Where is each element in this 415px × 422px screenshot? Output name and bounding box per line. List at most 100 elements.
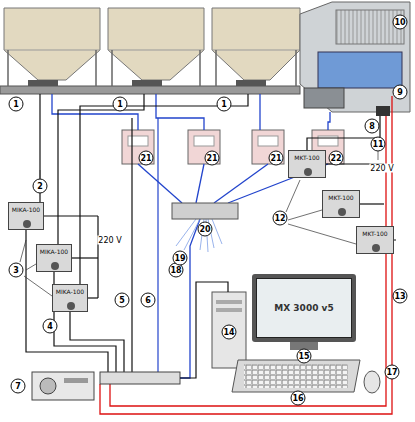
callout-number: 13 (393, 289, 408, 304)
knob (67, 302, 75, 310)
meter-box: MIKA-100 (8, 202, 44, 230)
meter-box: MKT-100 (322, 190, 360, 218)
conveyor (132, 80, 162, 86)
callout-number: 3 (9, 263, 24, 278)
callout-number: 15 (297, 349, 312, 364)
callout-number: 1 (9, 97, 24, 112)
computer (232, 360, 360, 392)
control-unit-7 (32, 372, 94, 400)
wire-bundle (176, 219, 222, 252)
wire-bundle (184, 219, 200, 250)
callout-number: 17 (385, 365, 400, 380)
callout-number: 19 (173, 251, 188, 266)
power-wires (80, 94, 248, 284)
device-label: MX 3000 v5 (274, 303, 333, 313)
power-wires (97, 216, 98, 298)
meter-box: MIKA-100 (36, 244, 72, 272)
leader-lines (288, 224, 356, 244)
knob (372, 244, 380, 252)
power-wires (26, 230, 108, 372)
callout-number: 5 (115, 293, 130, 308)
power-wires (26, 94, 396, 372)
conveyor (95, 50, 97, 86)
leader-lines (288, 210, 322, 220)
hoppers (108, 50, 204, 51)
drum-and-filter (304, 88, 344, 108)
hoppers (212, 50, 300, 51)
data-wires (110, 116, 386, 406)
signal-wires (52, 94, 138, 130)
callout-number: 10 (393, 15, 408, 30)
leader-lines (378, 151, 379, 160)
drum-and-filter (300, 2, 410, 116)
signal-wires (214, 164, 268, 203)
power-wires (360, 203, 384, 204)
computer (180, 274, 380, 393)
callout-number: 1 (217, 97, 232, 112)
conveyor (295, 50, 297, 86)
hoppers (4, 8, 300, 80)
computer (252, 274, 356, 342)
hoppers (4, 50, 100, 51)
voltage-label: 220 V (97, 236, 122, 245)
gauges (128, 136, 148, 146)
callout-number: 21 (139, 151, 154, 166)
gauges (258, 136, 278, 146)
power-wires (72, 257, 98, 258)
conveyor (199, 50, 201, 86)
gauges (194, 136, 214, 146)
callout-number: 2 (33, 179, 48, 194)
leader-lines (40, 170, 41, 178)
gauges (122, 130, 344, 164)
wire-6 (157, 118, 158, 372)
conveyor (111, 50, 113, 86)
drum-and-filter (300, 2, 410, 112)
leader-lines (26, 264, 36, 270)
knob (51, 262, 59, 270)
computer (216, 308, 242, 312)
drum-and-filter (376, 106, 390, 116)
data-wires (100, 96, 392, 414)
conveyor (8, 50, 296, 86)
device-label: MIKA-100 (56, 288, 84, 295)
power-wires (58, 94, 144, 244)
control-unit-7 (64, 378, 88, 383)
computer (212, 292, 246, 368)
callout-number: 16 (291, 391, 306, 406)
callout-number: 9 (393, 85, 408, 100)
data-wires (100, 96, 392, 414)
signal-wires (196, 164, 204, 203)
conveyor (215, 50, 217, 86)
computer (364, 371, 380, 393)
device-label: MKT-100 (294, 154, 319, 161)
callout-number: 21 (205, 151, 220, 166)
callout-number: 8 (365, 119, 380, 134)
voltage-label: 220 V (369, 164, 394, 173)
callout-number: 14 (222, 325, 237, 340)
callout-number: 1 (113, 97, 128, 112)
callout-number: 21 (269, 151, 284, 166)
hoppers (4, 8, 100, 80)
leader-lines (20, 240, 26, 262)
callout-number: 7 (11, 379, 26, 394)
computer (216, 300, 242, 304)
power-wires (44, 215, 98, 216)
drum-and-filter (318, 52, 402, 88)
meter-box: MKT-100 (356, 226, 394, 254)
power-wires (88, 297, 98, 298)
power-wires (394, 239, 396, 240)
meter-box: MKT-100 (288, 150, 326, 178)
signal-wires (138, 164, 182, 203)
power-wires (131, 118, 132, 372)
control-unit-7 (32, 372, 94, 400)
device-label: MKT-100 (362, 230, 387, 237)
wire-bundle (212, 219, 222, 244)
conveyor (7, 50, 9, 86)
knob (338, 208, 346, 216)
callout-number: 6 (141, 293, 156, 308)
callout-number: 12 (273, 211, 288, 226)
device-label: MIKA-100 (40, 248, 68, 255)
conveyor (0, 50, 300, 94)
power-wires (70, 312, 124, 372)
knob (304, 168, 312, 176)
